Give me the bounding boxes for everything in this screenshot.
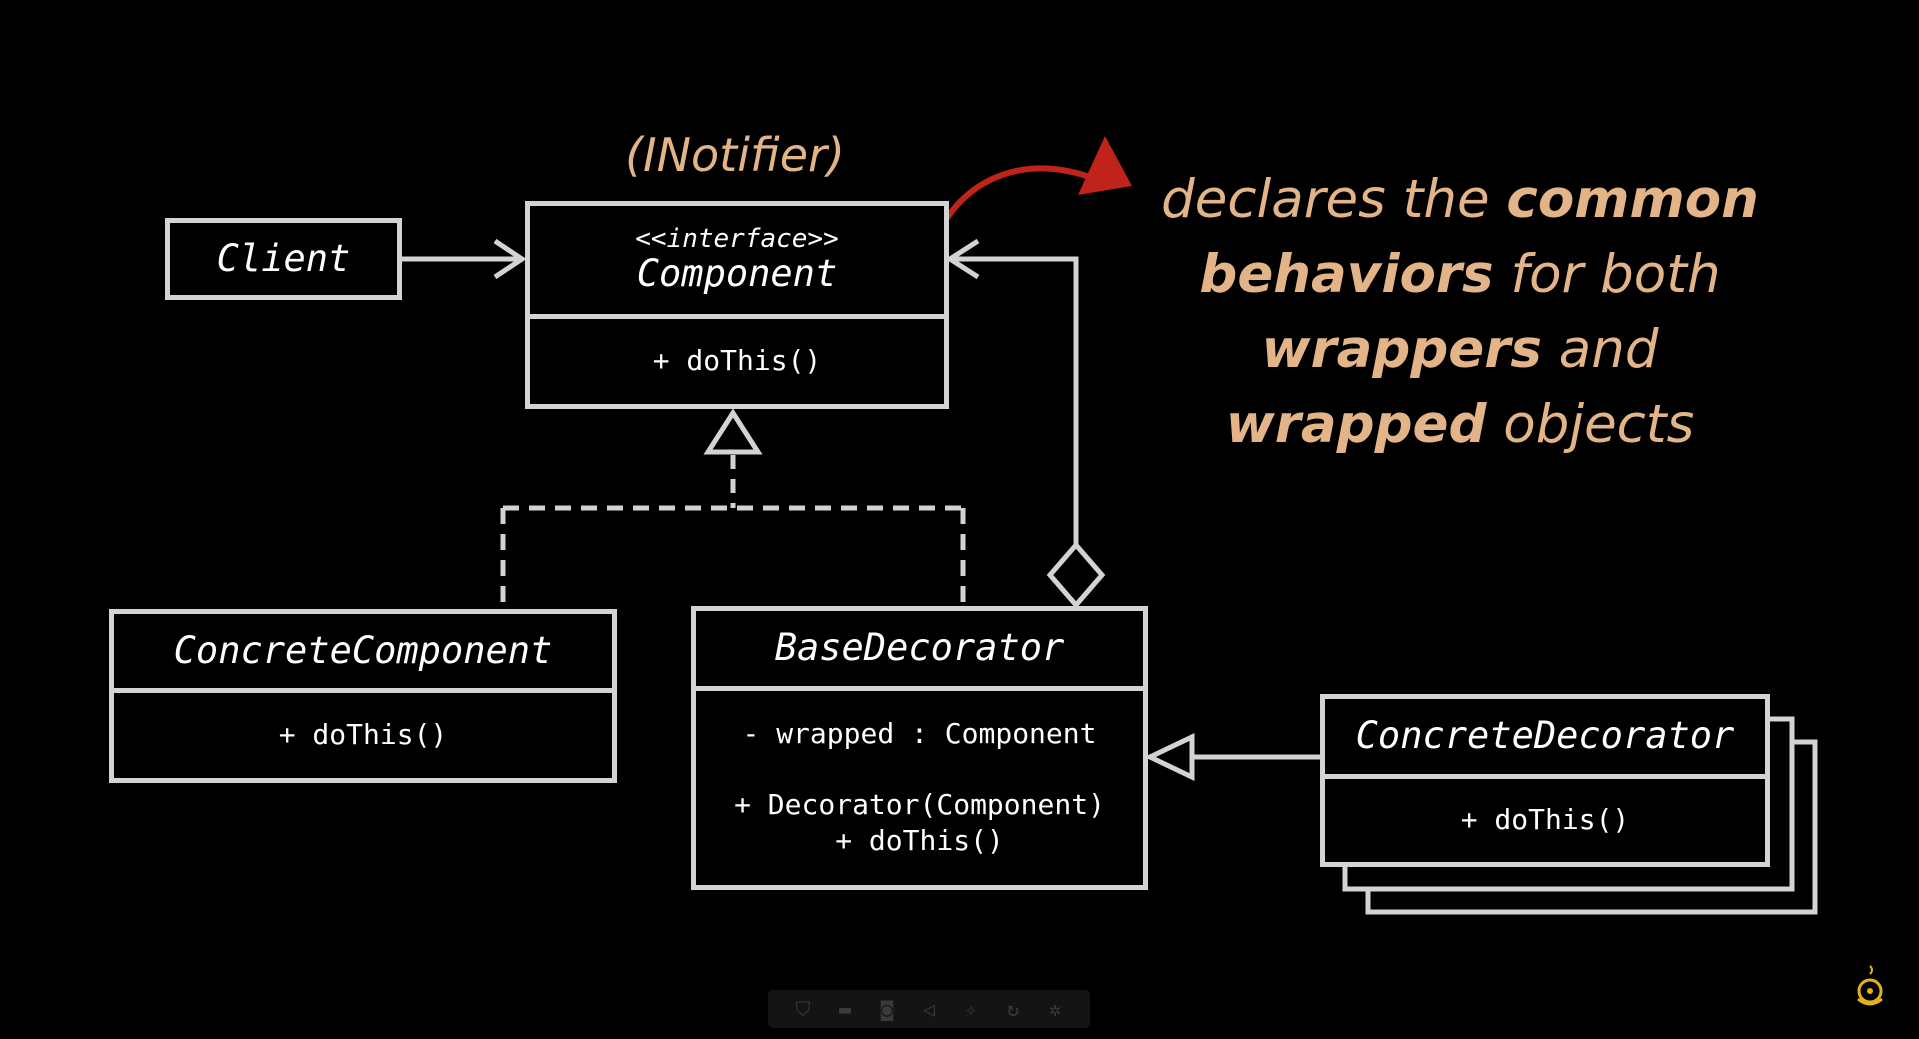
- base-decorator-members: - wrapped : Component + Decorator(Compon…: [696, 691, 1143, 885]
- client-association-arrowhead: [493, 238, 527, 280]
- inotifier-label: (INotifier): [625, 128, 845, 182]
- component-method: + doThis(): [652, 344, 822, 378]
- description-emphasis: behaviors: [1199, 244, 1494, 305]
- base-decorator-name: BaseDecorator: [774, 626, 1065, 670]
- shield-icon[interactable]: ⛉: [795, 997, 811, 1021]
- concrete-component-method: + doThis(): [278, 718, 448, 752]
- aggregation-line: [950, 256, 1079, 545]
- description-text: declares the: [1161, 169, 1507, 230]
- red-annotation-arrow: [932, 165, 1113, 243]
- description-line-4: wrapped objects: [1110, 387, 1810, 462]
- gear-icon[interactable]: ✲: [1048, 997, 1062, 1021]
- concrete-decorator-method: + doThis(): [1460, 803, 1630, 837]
- channel-logo-icon: [1857, 965, 1883, 1006]
- camera-icon[interactable]: ◙: [880, 997, 894, 1021]
- client-class: Client: [165, 218, 402, 300]
- realization-triangle: [703, 408, 763, 455]
- description-text: and: [1541, 319, 1659, 380]
- base-decorator-class: BaseDecorator - wrapped : Component + De…: [691, 606, 1148, 890]
- concrete-component-name: ConcreteComponent: [173, 628, 553, 672]
- base-decorator-method: + doThis(): [835, 824, 1004, 858]
- component-name: Component: [636, 251, 838, 295]
- description-emphasis: common: [1506, 169, 1759, 230]
- concrete-component-header: ConcreteComponent: [114, 614, 612, 693]
- concrete-decorator-header: ConcreteDecorator: [1325, 699, 1765, 779]
- concrete-decorator-name: ConcreteDecorator: [1355, 714, 1735, 758]
- concrete-component-class: ConcreteComponent + doThis(): [109, 609, 617, 783]
- description-line-2: behaviors for both: [1110, 237, 1810, 312]
- aggregation-diamond: [1046, 541, 1106, 609]
- concrete-decorator-class: ConcreteDecorator + doThis(): [1320, 694, 1770, 867]
- base-decorator-field: - wrapped : Component: [742, 717, 1097, 751]
- description-text: for both: [1493, 244, 1721, 305]
- red-arrowhead: [1078, 136, 1132, 195]
- description-line-1: declares the common: [1110, 162, 1810, 237]
- client-class-name: Client: [216, 236, 351, 280]
- description-text: objects: [1486, 394, 1695, 455]
- concrete-decorator-members: + doThis(): [1325, 779, 1765, 862]
- description-emphasis: wrappers: [1261, 319, 1542, 380]
- inheritance-triangle: [1144, 733, 1195, 781]
- component-stereotype: <<interface>>: [635, 224, 839, 255]
- refresh-icon[interactable]: ↻: [1006, 997, 1020, 1021]
- base-decorator-constructor: + Decorator(Component): [734, 787, 1105, 821]
- component-description: declares the common behaviors for both w…: [1110, 162, 1810, 462]
- concrete-component-members: + doThis(): [114, 693, 612, 778]
- aggregation-arrowhead: [945, 238, 980, 280]
- component-members: + doThis(): [530, 319, 944, 404]
- clapper-icon[interactable]: ▬: [838, 997, 852, 1021]
- base-decorator-header: BaseDecorator: [696, 611, 1143, 691]
- player-toolbar: ⛉ ▬ ◙ ◁ ✧ ↻ ✲: [768, 990, 1090, 1028]
- pin-icon[interactable]: ✧: [964, 997, 978, 1021]
- description-emphasis: wrapped: [1225, 394, 1487, 455]
- component-interface: <<interface>> Component + doThis(): [525, 201, 949, 409]
- component-header: <<interface>> Component: [530, 206, 944, 319]
- description-line-3: wrappers and: [1110, 312, 1810, 387]
- speaker-icon[interactable]: ◁: [922, 997, 936, 1021]
